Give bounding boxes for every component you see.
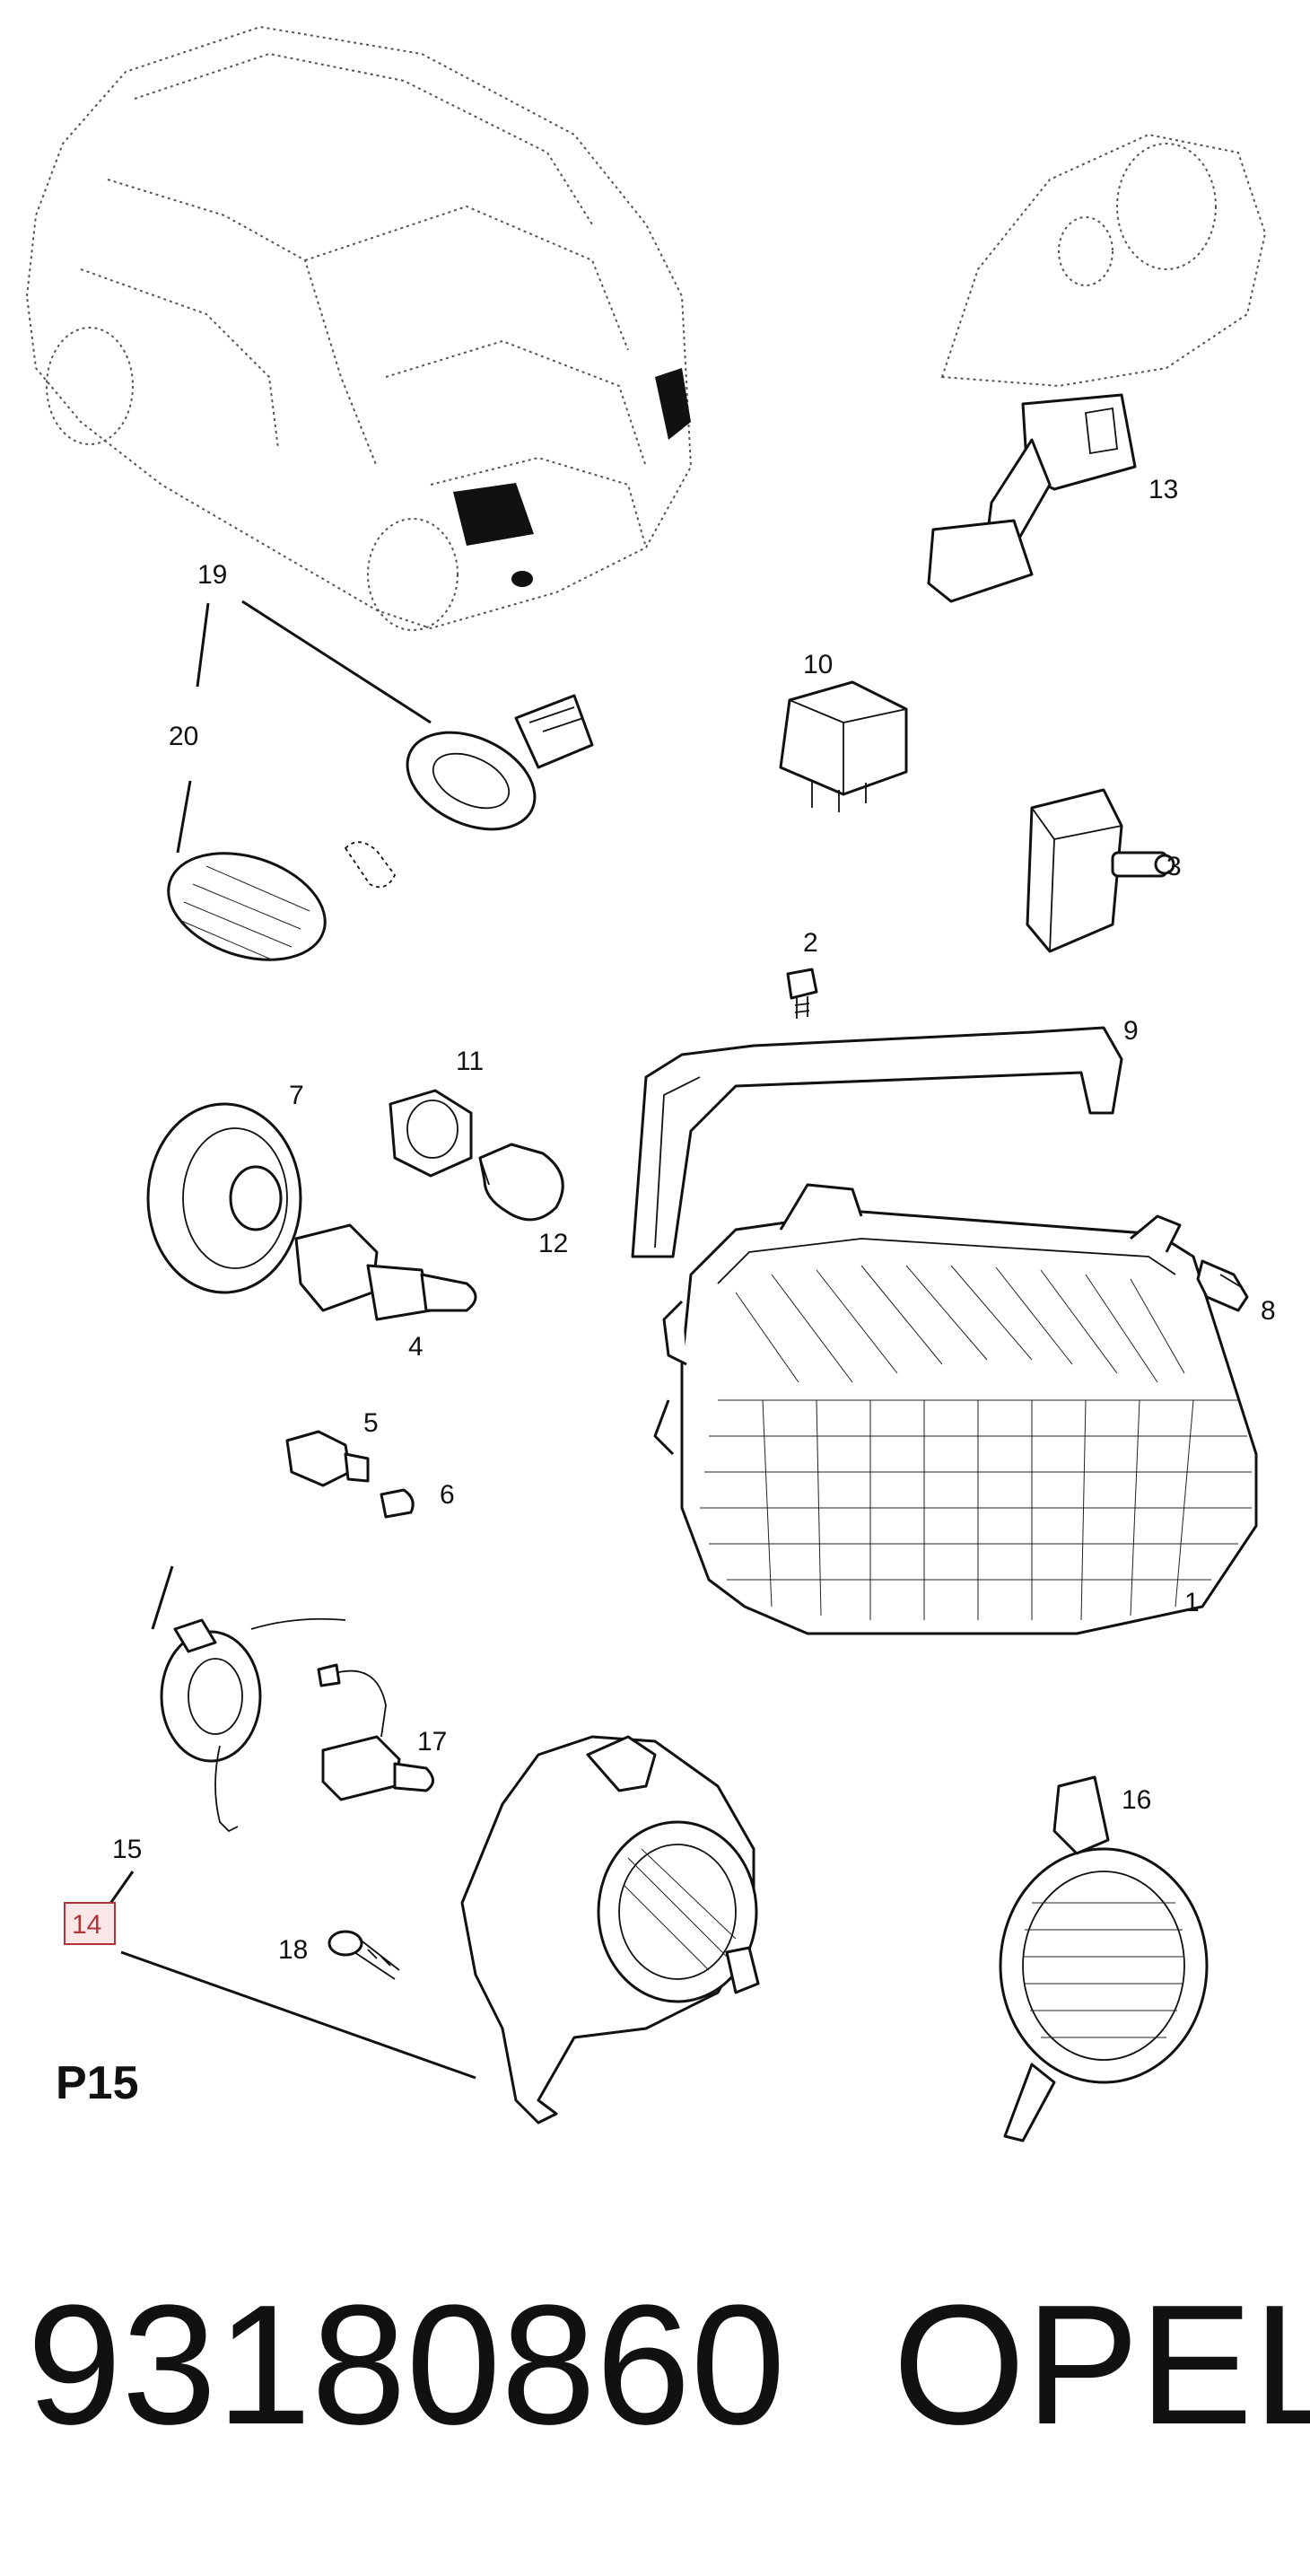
callout-10: 10 xyxy=(803,650,833,679)
callout-8: 8 xyxy=(1261,1296,1276,1326)
part-20-indicator-lens xyxy=(167,841,397,961)
callout-14-highlight: 14 xyxy=(64,1902,116,1945)
part-12-bulb xyxy=(478,1143,564,1222)
part-16-grille xyxy=(999,1775,1209,2142)
part-19-indicator-housing xyxy=(406,694,594,831)
callout-labels: 1 2 3 4 5 6 7 8 9 10 11 12 13 14 15 16 1… xyxy=(64,475,1276,1965)
callout-15: 15 xyxy=(112,1835,142,1864)
part-14-fog-lamp xyxy=(460,1735,760,2125)
callout-14: 14 xyxy=(72,1910,101,1940)
part-18-screw xyxy=(328,1930,400,1980)
callout-16: 16 xyxy=(1122,1785,1151,1815)
part-4-halogen-bulb xyxy=(294,1223,477,1321)
callout-18: 18 xyxy=(278,1935,308,1965)
part-15-socket xyxy=(160,1617,346,1833)
callout-20: 20 xyxy=(169,722,198,751)
part-5-bulb-holder xyxy=(285,1430,370,1487)
part-7-rear-cover xyxy=(146,1102,302,1294)
part-8-bolt xyxy=(1196,1259,1249,1312)
callout-5: 5 xyxy=(363,1408,379,1438)
part-11-bulb-holder xyxy=(389,1089,473,1178)
page-tag: P15 xyxy=(56,2057,139,2109)
part-10-relay xyxy=(779,680,908,812)
callout-17: 17 xyxy=(417,1727,447,1757)
callout-7: 7 xyxy=(289,1081,304,1110)
part-13-combination-switch xyxy=(927,133,1267,603)
leader-lines xyxy=(106,600,476,2080)
callout-4: 4 xyxy=(408,1332,424,1362)
part-9-trim-strip xyxy=(631,1026,1123,1258)
callout-9: 9 xyxy=(1123,1016,1139,1046)
part-2-screw xyxy=(786,968,818,1019)
vehicle-silhouette xyxy=(25,25,693,631)
part-1-headlamp xyxy=(653,1183,1258,1635)
part-number: 93180860 xyxy=(27,2270,785,2460)
brand-name: OPEL xyxy=(893,2270,1310,2460)
part-6-bulb xyxy=(380,1488,415,1519)
callout-2: 2 xyxy=(803,928,818,958)
callout-3: 3 xyxy=(1166,852,1182,881)
part-3-leveling-motor xyxy=(1026,788,1175,953)
callout-13: 13 xyxy=(1148,475,1178,504)
part-17-fog-bulb xyxy=(317,1663,434,1801)
callout-6: 6 xyxy=(440,1480,455,1510)
callout-11: 11 xyxy=(456,1047,484,1076)
callout-19: 19 xyxy=(197,560,227,590)
callout-1: 1 xyxy=(1184,1588,1200,1617)
callout-12: 12 xyxy=(538,1229,568,1258)
